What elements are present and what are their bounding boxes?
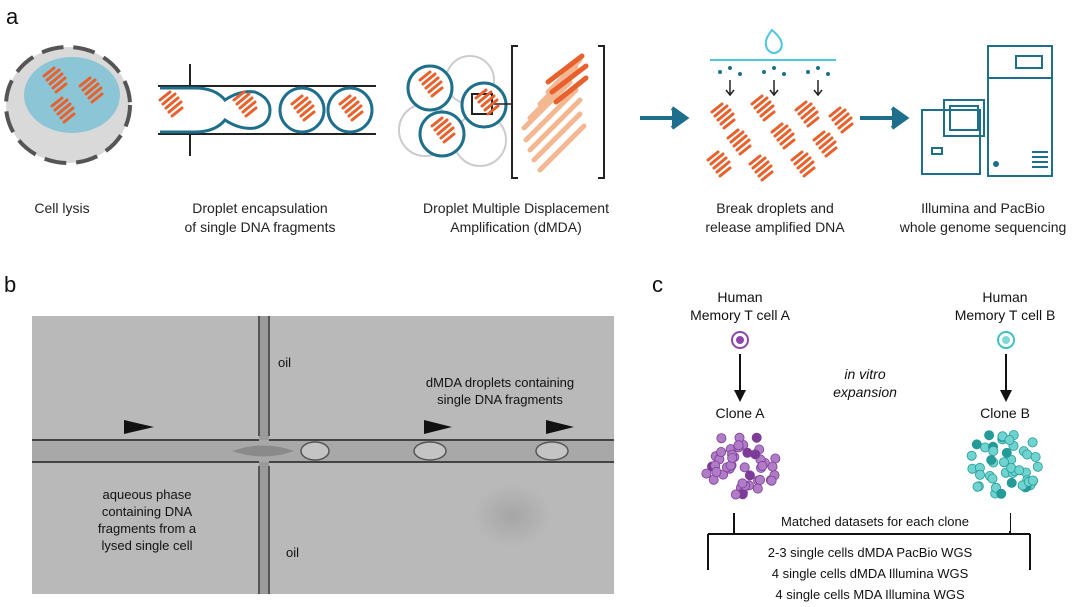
cell-dot bbox=[730, 489, 741, 500]
cell-dot bbox=[751, 432, 762, 443]
cell-dot bbox=[742, 447, 753, 458]
expansion-label: in vitro expansion bbox=[800, 365, 930, 401]
encapsulation-channel-icon bbox=[158, 64, 376, 156]
cell-dot bbox=[1027, 475, 1038, 486]
cell-dot bbox=[755, 474, 766, 485]
cell-dot bbox=[972, 481, 983, 492]
panel-b-label: b bbox=[4, 272, 17, 297]
cell-a-line: Human bbox=[717, 289, 763, 305]
cell-dot bbox=[966, 450, 977, 461]
cell-dot bbox=[737, 478, 748, 489]
expansion-line: in vitro bbox=[844, 366, 886, 382]
cell-dot bbox=[711, 466, 722, 477]
cell-dot bbox=[1027, 437, 1038, 448]
dataset-item: 4 single cells MDA Illumina WGS bbox=[775, 587, 965, 602]
cell-dot bbox=[987, 473, 998, 484]
aqueous-label-line: lysed single cell bbox=[101, 538, 193, 553]
cell-dot bbox=[752, 483, 763, 494]
step-caption-break-droplets: Break droplets and release amplified DNA bbox=[680, 199, 870, 237]
cell-dot bbox=[744, 470, 755, 481]
cell-dot bbox=[739, 462, 750, 473]
microscopy-image: oil oil dMDA droplets containing single … bbox=[32, 316, 614, 594]
arrowhead-icon bbox=[424, 420, 452, 434]
cell-dot bbox=[767, 461, 778, 472]
break-droplets-icon bbox=[710, 28, 836, 97]
cell-dot bbox=[1032, 461, 1043, 472]
cell-dot bbox=[1030, 451, 1041, 462]
cell-dot bbox=[1014, 465, 1025, 476]
step-caption-sequencing: Illumina and PacBio whole genome sequenc… bbox=[888, 199, 1078, 237]
cell-dot bbox=[1022, 449, 1033, 460]
droplets-label: dMDA droplets containing single DNA frag… bbox=[400, 374, 600, 408]
cell-dot bbox=[716, 447, 727, 458]
panel-c-label: c bbox=[652, 272, 663, 297]
cell-dot bbox=[716, 433, 727, 444]
cell-dot bbox=[1004, 435, 1015, 446]
aqueous-label-line: fragments from a bbox=[97, 521, 197, 536]
caption-line: Break droplets and bbox=[716, 200, 834, 216]
clone-b-cluster bbox=[966, 430, 1043, 499]
oil-label-bottom: oil bbox=[286, 545, 300, 560]
cell-dot bbox=[733, 440, 744, 451]
clone-a-cluster bbox=[701, 432, 781, 500]
clone-diagram bbox=[701, 331, 1043, 570]
cell-dot bbox=[701, 468, 712, 479]
caption-line: of single DNA fragments bbox=[184, 219, 336, 235]
aqueous-phase-label: aqueous phase containing DNA fragments f… bbox=[72, 486, 222, 554]
step-caption-dmda: Droplet Multiple Displacement Amplificat… bbox=[396, 199, 636, 237]
caption-line: Illumina and PacBio bbox=[921, 200, 1045, 216]
expansion-line: expansion bbox=[833, 384, 897, 400]
cell-dot bbox=[996, 488, 1007, 499]
cell-a-icon bbox=[731, 331, 749, 349]
sequencer-icon bbox=[921, 45, 1053, 177]
cell-b-icon bbox=[997, 331, 1015, 349]
cell-b-title: Human Memory T cell B bbox=[930, 288, 1080, 324]
flow-arrow-icon bbox=[640, 106, 910, 130]
cell-dot bbox=[971, 439, 982, 450]
dataset-list: 2-3 single cells dMDA PacBio WGS 4 singl… bbox=[720, 542, 1020, 605]
cell-dot bbox=[974, 469, 985, 480]
cell-dot bbox=[757, 460, 768, 471]
caption-line: Cell lysis bbox=[34, 200, 90, 216]
caption-line: Droplet encapsulation bbox=[192, 200, 328, 216]
aqueous-label-line: containing DNA bbox=[101, 504, 193, 519]
clone-a-label: Clone A bbox=[715, 405, 765, 421]
clone-b-label: Clone B bbox=[980, 405, 1030, 421]
cell-dot bbox=[1001, 447, 1012, 458]
cell-a-title: Human Memory T cell A bbox=[670, 288, 810, 324]
panel-a-illustrations bbox=[4, 28, 1053, 182]
caption-line: whole genome sequencing bbox=[899, 219, 1067, 235]
cell-dot bbox=[988, 446, 999, 457]
matched-datasets-label: Matched datasets for each clone bbox=[740, 513, 1010, 531]
step-caption-cell-lysis: Cell lysis bbox=[2, 199, 122, 218]
droplets-label-line: dMDA droplets containing bbox=[425, 375, 575, 390]
step-caption-encapsulation: Droplet encapsulation of single DNA frag… bbox=[160, 199, 360, 237]
cell-b-line: Memory T cell B bbox=[954, 307, 1056, 323]
microfluidic-channels bbox=[32, 316, 614, 594]
dataset-item: 4 single cells dMDA Illumina WGS bbox=[771, 566, 969, 581]
aqueous-label-line: aqueous phase bbox=[102, 487, 192, 502]
arrowhead-icon bbox=[546, 420, 574, 434]
cell-dot bbox=[766, 475, 777, 486]
dmda-droplets-icon bbox=[398, 45, 605, 179]
oil-label-top: oil bbox=[278, 355, 292, 370]
arrowhead-icon bbox=[124, 420, 154, 434]
cell-dot bbox=[998, 457, 1009, 468]
dataset-item: 2-3 single cells dMDA PacBio WGS bbox=[767, 545, 973, 560]
bracket bbox=[707, 513, 1031, 570]
cell-a-line: Memory T cell A bbox=[690, 307, 790, 323]
caption-line: Amplification (dMDA) bbox=[450, 219, 582, 235]
panel-a-label: a bbox=[6, 4, 19, 29]
lysed-cell-icon bbox=[4, 45, 132, 165]
cell-dot bbox=[986, 454, 997, 465]
cell-dot bbox=[984, 430, 995, 441]
caption-line: Droplet Multiple Displacement bbox=[423, 200, 609, 216]
cell-b-line: Human bbox=[982, 289, 1028, 305]
droplets-label-line: single DNA fragments bbox=[437, 392, 563, 407]
cell-dot bbox=[727, 452, 738, 463]
cell-dot bbox=[1006, 477, 1017, 488]
caption-line: release amplified DNA bbox=[705, 219, 845, 235]
